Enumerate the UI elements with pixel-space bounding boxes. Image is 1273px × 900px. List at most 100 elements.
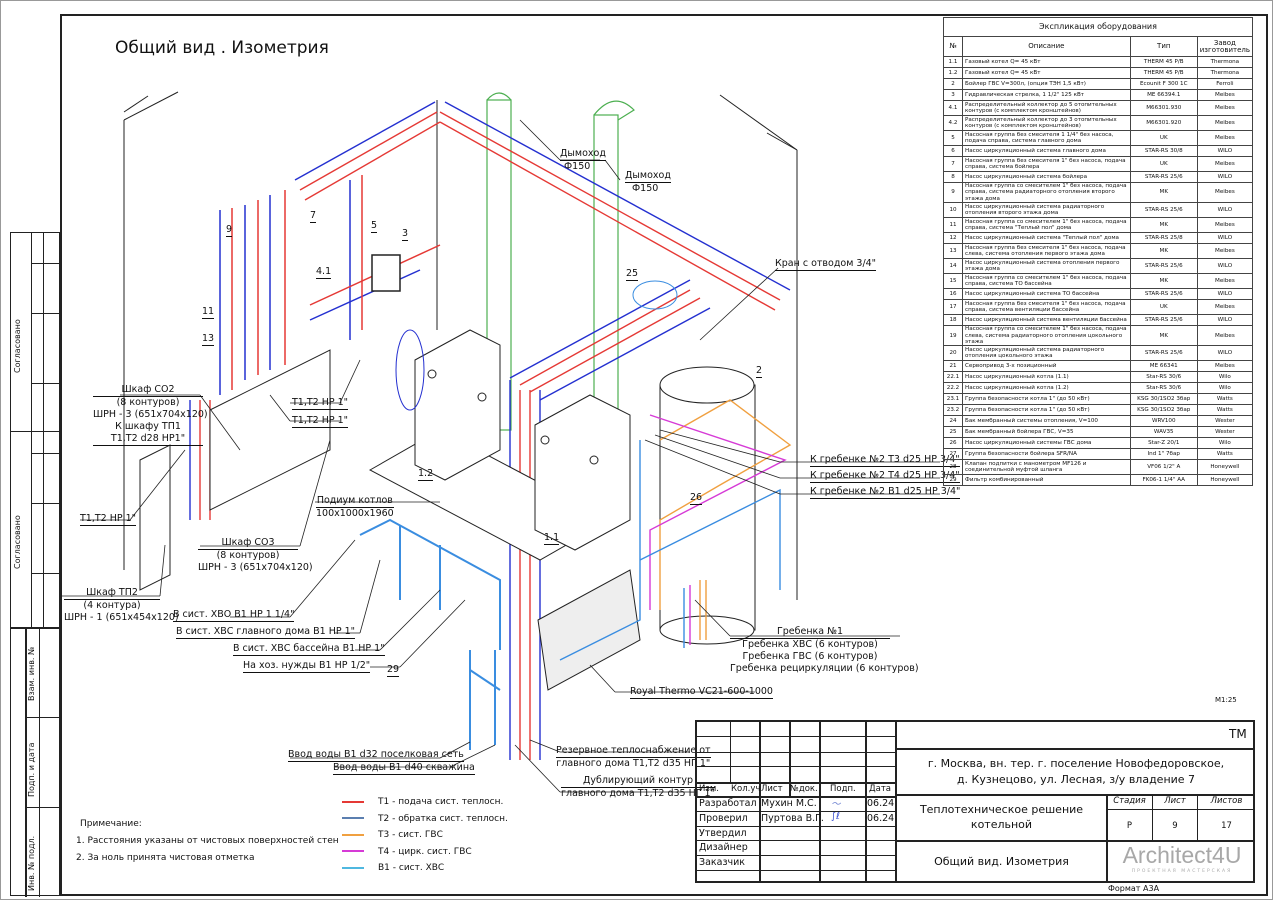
role-designer: Дизайнер xyxy=(699,842,748,853)
col-manufacturer: Завод изготовитель xyxy=(1196,36,1254,57)
row-type: WAV35 xyxy=(1129,426,1198,439)
signature-checked: ∫ℓ xyxy=(831,811,840,822)
row-description: Насосная группа без смесителя 1" без нас… xyxy=(962,243,1131,260)
hdr-ndoc: №док. xyxy=(790,784,818,794)
position-1-1: 1.1 xyxy=(544,532,560,545)
drawing-frame xyxy=(60,14,1268,896)
row-manufacturer: WILO xyxy=(1196,345,1254,362)
row-description: Фильтр комбинированный xyxy=(962,474,1131,487)
row-number: 18 xyxy=(943,314,963,327)
cabinet-tp2-label: Шкаф ТП2 (4 контура) ШРН - 1 (651х454х12… xyxy=(64,587,179,623)
company-logo: Architect4U xyxy=(1122,842,1242,868)
boilers xyxy=(368,329,631,561)
position-25: 25 xyxy=(626,268,639,281)
row-type: STAR-RS 25/6 xyxy=(1129,345,1198,362)
to-manifold-t3-label: К гребенке №2 Т3 d25 НР 3/4" xyxy=(810,454,960,467)
row-type: UK xyxy=(1129,156,1198,172)
note-item: 1. Расстояния указаны от чистовых поверх… xyxy=(76,836,339,846)
row-type: THERM 45 P/B xyxy=(1129,67,1198,79)
row-type: Star-Z 20/1 xyxy=(1129,437,1198,450)
royal-thermo-label: Royal Thermo VC21-600-1000 xyxy=(630,686,773,699)
row-number: 3 xyxy=(943,89,963,101)
title-block: Изм. Кол.уч Лист №док. Подп. Дата Разраб… xyxy=(695,720,1255,883)
row-description: Насос циркуляционный система ТО бассейна xyxy=(962,288,1131,301)
sign-date-label: Подп. и дата xyxy=(27,742,36,798)
chimney-2-size: Ф150 xyxy=(632,183,659,194)
row-manufacturer: Wester xyxy=(1196,426,1254,439)
row-manufacturer: WILO xyxy=(1196,288,1254,301)
row-type: UK xyxy=(1129,130,1198,146)
row-manufacturer: Meibes xyxy=(1196,115,1254,131)
legend-item-b1: В1 - сист. ХВС xyxy=(342,860,508,877)
format-label: Формат А3А xyxy=(1108,884,1160,893)
agreed-label-2: Согласовано xyxy=(13,515,22,569)
row-description: Группа безопасности котла 1" (до 50 кВт) xyxy=(962,404,1131,417)
row-type: STAR-RS 25/6 xyxy=(1129,314,1198,327)
row-manufacturer: WILO xyxy=(1196,202,1254,219)
legend-item-t2: Т2 - обратка сист. теплосн. xyxy=(342,811,508,828)
cabinet-co2-label: Шкаф СО2 (8 контуров) ШРН - 3 (651х704х1… xyxy=(93,384,208,446)
pipe-legend: Т1 - подача сист. теплосн. Т2 - обратка … xyxy=(342,794,508,877)
row-manufacturer: Meibes xyxy=(1196,156,1254,172)
row-manufacturer: Thermona xyxy=(1196,67,1254,79)
t1t2-label-a: Т1,Т2 НР 1" xyxy=(292,397,349,410)
row-number: 24 xyxy=(943,415,963,428)
t1t2-label-c: Т1,Т2 НР 1" xyxy=(80,513,137,526)
scale-label: M1:25 xyxy=(1215,696,1237,704)
water-in-2-label: Ввод воды В1 d40 скважина xyxy=(333,762,475,775)
row-number: 27 xyxy=(943,448,963,461)
signature-developed: ～ xyxy=(831,799,841,810)
row-type: MK xyxy=(1129,243,1198,260)
tap-label: Кран с отводом 3/4" xyxy=(775,258,877,271)
row-description: Насос циркуляционный система главного до… xyxy=(962,145,1131,157)
expansion-tank-24 xyxy=(395,329,425,411)
row-description: Насос циркуляционный система бойлера xyxy=(962,171,1131,183)
legend-item-t1: Т1 - подача сист. теплосн. xyxy=(342,794,508,811)
row-number: 20 xyxy=(943,345,963,362)
dhw-pipes xyxy=(559,399,792,661)
row-number: 17 xyxy=(943,299,963,316)
row-manufacturer: Meibes xyxy=(1196,273,1254,290)
walls xyxy=(123,91,798,600)
legend-item-t3: Т3 - сист. ГВС xyxy=(342,827,508,844)
row-number: 1.1 xyxy=(943,56,963,68)
row-number: 11 xyxy=(943,217,963,234)
position-29: 29 xyxy=(387,664,400,677)
row-number: 21 xyxy=(943,360,963,373)
row-type: Star-RS 30/6 xyxy=(1129,371,1198,384)
row-description: Насосная группа со смесителем 1" без нас… xyxy=(962,273,1131,290)
role-approved: Утвердил xyxy=(699,828,747,839)
row-description: Распределительный коллектор до 3 отопите… xyxy=(962,115,1131,131)
expansion-tank-25 xyxy=(632,280,678,310)
drawing-title: Общий вид . Изометрия xyxy=(115,38,329,58)
chimney-1-size: Ф150 xyxy=(564,161,591,172)
legend-swatch xyxy=(342,800,364,803)
row-number: 22.1 xyxy=(943,371,963,384)
row-type: Ecounit F 300 1C xyxy=(1129,78,1198,90)
row-number: 29 xyxy=(943,474,963,487)
row-type: M66301.930 xyxy=(1129,100,1198,116)
row-type: MK xyxy=(1129,217,1198,234)
chimney-2 xyxy=(593,114,619,431)
boiler-1-2 xyxy=(414,329,501,481)
pump-groups xyxy=(219,175,441,395)
row-description: Насос циркуляционный котла (1.2) xyxy=(962,382,1131,395)
name-developed: Мухин М.С. xyxy=(761,798,817,809)
row-type: FK06-1 1/4" AA xyxy=(1129,474,1198,487)
row-description: Распределительный коллектор до 5 отопите… xyxy=(962,100,1131,116)
col-description: Описание xyxy=(962,36,1131,57)
role-checked: Проверил xyxy=(699,813,748,824)
cabinet-co2 xyxy=(209,349,331,511)
notes-heading: Примечание: xyxy=(80,819,142,829)
household-label: На хоз. нужды В1 НР 1/2" xyxy=(243,660,371,673)
